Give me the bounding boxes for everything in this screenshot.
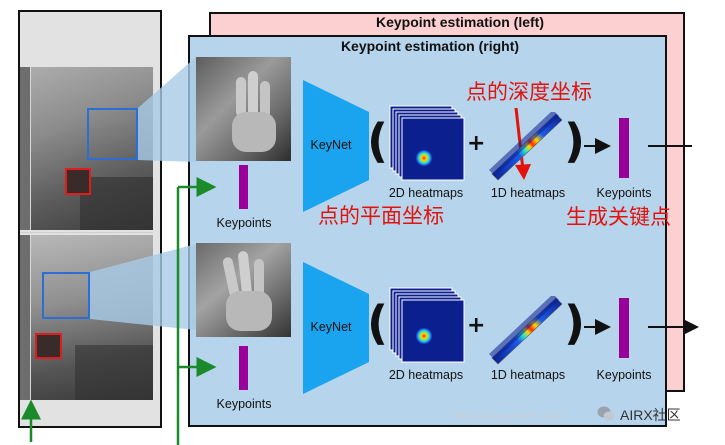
heatmap-1d-label-bottom: 1D heatmaps	[490, 368, 566, 382]
keynet-block-bottom	[303, 262, 369, 394]
generate-keypoints-annotation: 生成关键点	[566, 205, 671, 229]
close-paren-bottom: )	[564, 296, 586, 350]
heatmap-1d-strip-bottom	[489, 296, 563, 365]
heatmap-1d-strip-top	[489, 112, 563, 181]
left-estimation-title: Keypoint estimation (left)	[375, 14, 544, 30]
plane-coords-annotation: 点的平面坐标	[318, 204, 444, 228]
heatmap-2d-label-bottom: 2D heatmaps	[388, 368, 464, 382]
right-estimation-title: Keypoint estimation (right)	[340, 38, 520, 54]
heatmap-2d-label-top: 2D heatmaps	[388, 186, 464, 200]
brand-label: AIRX社区	[620, 407, 681, 423]
input-keypoints-label-top: Keypoints	[216, 216, 272, 230]
close-paren-top: )	[564, 114, 586, 168]
output-keypoints-bar-top	[619, 118, 629, 178]
open-paren-bottom: (	[367, 296, 389, 350]
depth-pointer-arrow	[514, 107, 525, 171]
heatmap-2d-stack-top	[389, 105, 465, 181]
frame-divider	[20, 232, 153, 233]
plus-sign-bottom: +	[467, 313, 486, 338]
keynet-label-bottom: KeyNet	[310, 320, 352, 334]
bottom-hand-bbox	[42, 272, 90, 319]
wechat-icon	[597, 406, 615, 422]
top-zoom-projection	[138, 57, 196, 162]
output-keypoints-bar-bottom	[619, 298, 629, 358]
top-object-bbox	[65, 168, 91, 195]
output-keypoints-label-bottom: Keypoints	[596, 368, 652, 382]
url-watermark: https://blog.csdn.net/	[452, 409, 563, 423]
heatmap-2d-stack-bottom	[389, 287, 465, 363]
output-keypoints-label-top: Keypoints	[596, 186, 652, 200]
top-hand-bbox	[87, 108, 138, 160]
input-keypoints-label-bottom: Keypoints	[216, 397, 272, 411]
right-hand-crop-top	[196, 57, 291, 161]
open-paren-top: (	[367, 114, 389, 168]
keynet-block-top	[303, 80, 369, 212]
plus-sign-top: +	[467, 131, 486, 156]
input-keypoints-bar-bottom	[239, 346, 248, 390]
right-hand-crop-bottom	[196, 243, 291, 337]
bottom-object-bbox	[35, 333, 62, 359]
bottom-zoom-projection	[90, 244, 196, 330]
keynet-label-top: KeyNet	[310, 138, 352, 152]
depth-coords-annotation: 点的深度坐标	[466, 80, 592, 104]
heatmap-1d-label-top: 1D heatmaps	[490, 186, 566, 200]
input-frame-top-image	[20, 67, 153, 230]
input-keypoints-bar-top	[239, 165, 248, 209]
